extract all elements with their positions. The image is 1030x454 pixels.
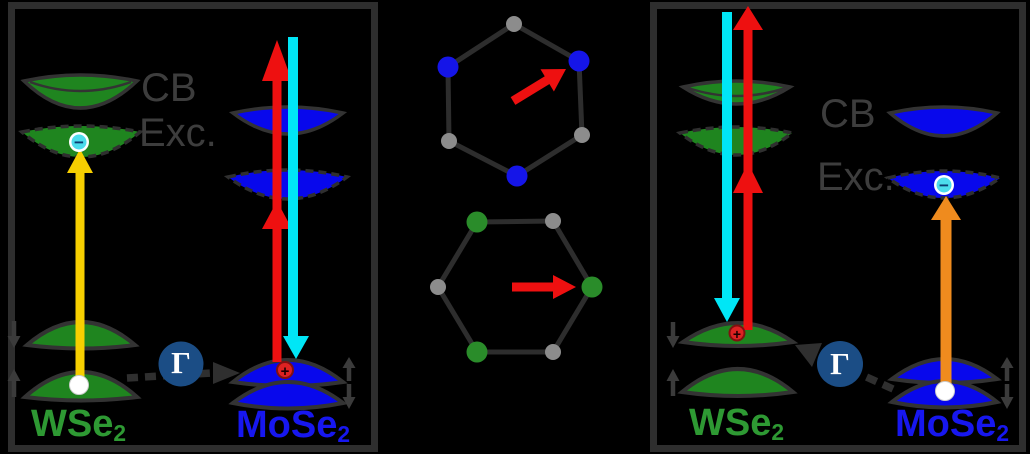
wse2-label-subscript: 2 bbox=[113, 420, 127, 447]
electron-minus-symbol: − bbox=[939, 176, 949, 195]
cb-label: CB bbox=[141, 66, 197, 110]
k-point-dot-green bbox=[466, 211, 488, 233]
electron-minus-symbol: − bbox=[74, 133, 84, 152]
red-emission-arrow bbox=[262, 40, 292, 362]
plus-hole-icon: + bbox=[728, 324, 746, 342]
wse2-conduction-band-split-line bbox=[687, 86, 787, 98]
mose2-label-subscript: 2 bbox=[337, 421, 351, 448]
cb-label: CB bbox=[820, 92, 876, 136]
hole-icon bbox=[935, 381, 955, 401]
brillouin-zone-top-hexagon bbox=[437, 16, 590, 187]
k-point-dot-blue bbox=[506, 165, 528, 187]
wse2-valence-band-lower bbox=[677, 367, 798, 398]
yellow-excitation-arrow bbox=[67, 149, 93, 382]
k-point-dot-gray bbox=[441, 133, 457, 149]
mose2-conduction-band bbox=[886, 105, 1001, 138]
spin-down-arrow-icon bbox=[7, 321, 21, 348]
spin-down-arrow-icon bbox=[666, 322, 680, 348]
mose2-label-subscript: 2 bbox=[996, 420, 1010, 447]
mose2-label-base: MoSe bbox=[236, 404, 338, 446]
right-panel: + − bbox=[650, 2, 1026, 452]
mose2-valence-band-lower bbox=[228, 380, 348, 411]
mose2-label: MoSe2 bbox=[236, 404, 351, 448]
wse2-label: WSe2 bbox=[31, 403, 127, 447]
wse2-label-base: WSe bbox=[31, 403, 114, 445]
k-point-dot-blue bbox=[437, 56, 459, 78]
mose2-label-base: MoSe bbox=[895, 403, 997, 445]
red-emission-arrow bbox=[733, 6, 763, 330]
wse2-label-subscript: 2 bbox=[771, 419, 785, 446]
gamma-label: Γ bbox=[171, 345, 191, 380]
spin-down-arrow-icon bbox=[1000, 384, 1014, 409]
mose2-exciton-band bbox=[223, 168, 352, 201]
k-point-dot-blue bbox=[568, 50, 590, 72]
spin-up-arrow-icon bbox=[7, 369, 21, 397]
k-point-dot-gray bbox=[574, 127, 590, 143]
left-panel-border bbox=[8, 2, 378, 452]
k-point-dot-green bbox=[581, 276, 603, 298]
electron-icon: − bbox=[934, 175, 954, 195]
wse2-conduction-band-split-line bbox=[29, 80, 132, 93]
k-point-dot-gray bbox=[506, 16, 522, 32]
gamma-point-circle bbox=[817, 341, 863, 387]
k-point-dot-gray bbox=[545, 344, 561, 360]
k-point-dot-gray bbox=[545, 213, 561, 229]
exciton-label: Exc. bbox=[817, 155, 895, 199]
right-panel-border bbox=[650, 2, 1026, 452]
plus-hole-icon: + bbox=[276, 361, 294, 380]
wse2-exciton-band bbox=[675, 125, 797, 157]
wse2-label: WSe2 bbox=[689, 402, 785, 446]
mose2-label: MoSe2 bbox=[895, 403, 1010, 447]
hole-plus-symbol: + bbox=[281, 363, 290, 380]
k-point-dot-gray bbox=[430, 279, 446, 295]
left-panel: − + bbox=[7, 2, 378, 452]
cyan-excitation-arrow bbox=[714, 12, 740, 322]
wse2-label-base: WSe bbox=[689, 402, 772, 444]
k-point-dot-green bbox=[466, 341, 488, 363]
brillouin-zone-bottom-hexagon bbox=[430, 211, 603, 363]
hole-icon bbox=[69, 375, 89, 395]
cyan-excitation-arrow bbox=[283, 37, 309, 359]
gamma-point-circle bbox=[158, 341, 204, 387]
valley-polarization-arrow bbox=[512, 275, 576, 299]
spin-up-arrow-icon bbox=[342, 357, 356, 381]
exciton-label: Exc. bbox=[139, 111, 217, 155]
gamma-label: Γ bbox=[830, 346, 850, 381]
spin-down-arrow-icon bbox=[342, 384, 356, 409]
valley-polarization-arrow bbox=[510, 69, 566, 105]
orange-excitation-arrow bbox=[931, 196, 961, 388]
spin-up-arrow-icon bbox=[666, 369, 680, 396]
wse2-conduction-band bbox=[678, 79, 795, 106]
hole-plus-symbol: + bbox=[733, 326, 741, 342]
electron-icon: − bbox=[69, 132, 89, 152]
spin-up-arrow-icon bbox=[1000, 357, 1014, 381]
